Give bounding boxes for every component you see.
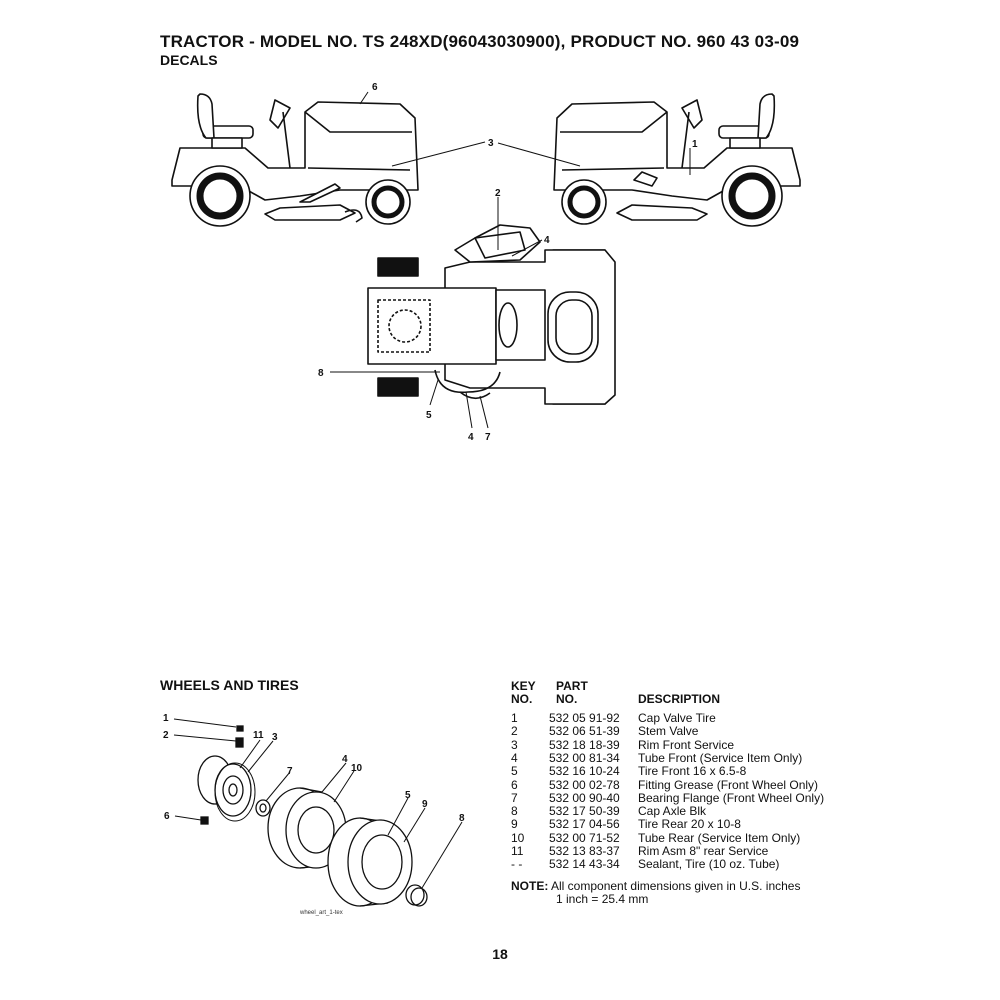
part-cell: 532 00 81-34 xyxy=(549,750,620,765)
callout-wheel-11: 11 xyxy=(253,730,264,741)
callout-wheel-3: 3 xyxy=(272,732,278,743)
part-cell: 532 16 10-24 xyxy=(549,764,620,779)
part-cell: 532 05 91-92 xyxy=(549,711,620,725)
callout-decal-5: 5 xyxy=(426,410,432,421)
key-cell: 7 xyxy=(511,790,518,805)
key-cell: - - xyxy=(511,857,523,872)
dimensions-note: NOTE: All component dimensions given in … xyxy=(511,879,801,906)
part-cell: 532 18 18-39 xyxy=(549,737,620,752)
key-cell: 8 xyxy=(511,804,518,819)
key-cell: 10 xyxy=(511,830,525,845)
note-line1: All component dimensions given in U.S. i… xyxy=(551,879,801,893)
callout-wheel-1: 1 xyxy=(163,713,169,724)
desc-cell: Tire Front 16 x 6.5-8 xyxy=(638,764,747,779)
part-cell: 532 17 50-39 xyxy=(549,804,620,819)
key-cell: 5 xyxy=(511,764,518,779)
desc-cell: Rim Asm 8" rear Service xyxy=(638,844,769,858)
callout-wheel-7: 7 xyxy=(287,766,293,777)
callout-wheel-10: 10 xyxy=(351,763,363,774)
key-cell: 3 xyxy=(511,737,518,752)
header-part-line1: PART xyxy=(556,679,588,693)
desc-cell: Tube Front (Service Item Only) xyxy=(638,750,803,765)
art-file-label: wheel_art_1-tex xyxy=(299,910,343,916)
page-number: 18 xyxy=(492,946,508,962)
desc-cell: Bearing Flange (Front Wheel Only) xyxy=(638,790,825,805)
page-title: TRACTOR - MODEL NO. TS 248XD(96043030900… xyxy=(160,32,800,51)
callout-wheel-8: 8 xyxy=(459,813,465,824)
wheels-tires-illustration xyxy=(197,725,428,907)
callout-decal-2: 2 xyxy=(495,188,501,199)
callout-decal-8: 8 xyxy=(318,368,324,379)
part-cell: 532 17 04-56 xyxy=(549,817,620,832)
part-cell: 532 14 43-34 xyxy=(549,857,620,872)
callout-decal-7: 7 xyxy=(485,432,491,443)
desc-cell: Cap Axle Blk xyxy=(638,804,707,819)
callout-wheel-2: 2 xyxy=(163,730,169,741)
valve-cap-part xyxy=(236,725,244,732)
desc-cell: Sealant, Tire (10 oz. Tube) xyxy=(638,857,780,872)
key-cell: 4 xyxy=(511,750,518,765)
part-cell: 532 06 51-39 xyxy=(549,724,620,739)
callout-wheel-4: 4 xyxy=(342,754,348,765)
valve-stem-part xyxy=(235,737,244,748)
tractor-right-side-view xyxy=(553,93,801,227)
callout-wheel-5: 5 xyxy=(405,790,411,801)
note-label: NOTE: xyxy=(511,879,549,893)
part-cell: 532 00 02-78 xyxy=(549,777,620,792)
desc-cell: Stem Valve xyxy=(638,724,699,739)
header-description: DESCRIPTION xyxy=(638,692,721,706)
header-key-line1: KEY xyxy=(511,679,536,693)
key-cell: 1 xyxy=(511,711,518,725)
callout-decal-4-top: 4 xyxy=(544,235,550,246)
desc-cell: Tire Rear 20 x 10-8 xyxy=(638,817,741,832)
part-cell: 532 00 71-52 xyxy=(549,830,620,845)
key-cell: 9 xyxy=(511,817,518,832)
key-cell: 11 xyxy=(511,844,524,858)
key-cell: 6 xyxy=(511,777,518,792)
header-key-line2: NO. xyxy=(511,692,533,706)
part-cell: 532 13 83-37 xyxy=(549,844,620,858)
callout-decal-1: 1 xyxy=(692,139,698,150)
callout-wheel-9: 9 xyxy=(422,799,428,810)
header-part-line2: NO. xyxy=(556,692,578,706)
tractor-top-view xyxy=(367,224,616,405)
section-title-wheels-and-tires: WHEELS AND TIRES xyxy=(160,677,299,693)
note-line2: 1 inch = 25.4 mm xyxy=(556,892,649,906)
desc-cell: Rim Front Service xyxy=(638,737,735,752)
part-cell: 532 00 90-40 xyxy=(549,790,620,805)
tractor-left-side-view xyxy=(171,93,419,227)
desc-cell: Cap Valve Tire xyxy=(638,711,716,725)
callout-decal-3: 3 xyxy=(488,138,494,149)
desc-cell: Fitting Grease (Front Wheel Only) xyxy=(638,777,819,792)
page-subtitle: DECALS xyxy=(160,52,218,68)
callout-decal-6: 6 xyxy=(372,82,378,93)
desc-cell: Tube Rear (Service Item Only) xyxy=(638,830,801,845)
callout-decal-4-bottom: 4 xyxy=(468,432,474,443)
key-cell: 2 xyxy=(511,724,518,739)
callout-wheel-6: 6 xyxy=(164,811,170,822)
